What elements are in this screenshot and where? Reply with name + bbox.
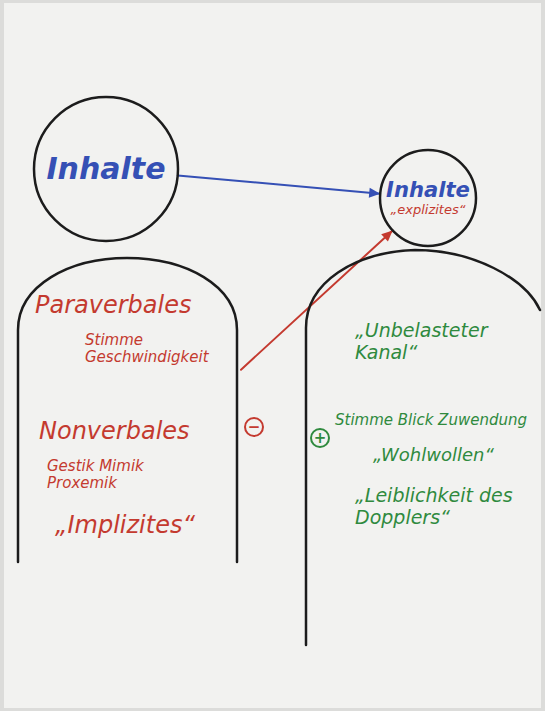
handwritten-note: Paraverbales <box>35 292 191 320</box>
plus-sign: + <box>310 428 330 448</box>
arrow-head <box>369 188 380 198</box>
handwritten-note: „Leiblichkeit des Dopplers“ <box>355 485 525 529</box>
body-outline-line <box>18 258 237 562</box>
flipchart-paper <box>4 3 541 708</box>
head-title: Inhalte <box>386 178 470 202</box>
body-node: ParaverbalesStimme GeschwindigkeitNonver… <box>15 250 240 565</box>
handwritten-note: Stimme Geschwindigkeit <box>85 332 225 367</box>
head-node: Inhalte <box>32 95 180 243</box>
head-outline <box>34 97 178 241</box>
handwritten-note: „Implizites“ <box>55 512 195 540</box>
head-title: Inhalte <box>46 152 165 187</box>
head-outline <box>380 150 476 246</box>
minus-sign: − <box>244 417 264 437</box>
handwritten-note: Gestik Mimik Proxemik <box>47 458 197 493</box>
head-node: Inhalte„explizites“ <box>378 148 478 248</box>
handwritten-note: „Unbelasteter Kanal“ <box>355 320 530 364</box>
arrow-connector <box>178 175 380 197</box>
body-outline-line <box>306 250 540 645</box>
handwritten-note: Nonverbales <box>39 418 190 446</box>
arrow-line <box>178 175 380 193</box>
handwritten-note: „explizites“ <box>391 203 466 218</box>
arrow-head <box>381 230 392 241</box>
handwritten-note: „Wohlwollen“ <box>373 445 494 466</box>
body-node: „Unbelasteter Kanal“ Stimme Blick Zuwendu… <box>303 240 540 650</box>
handwritten-note: Stimme Blick Zuwendung <box>335 412 527 429</box>
